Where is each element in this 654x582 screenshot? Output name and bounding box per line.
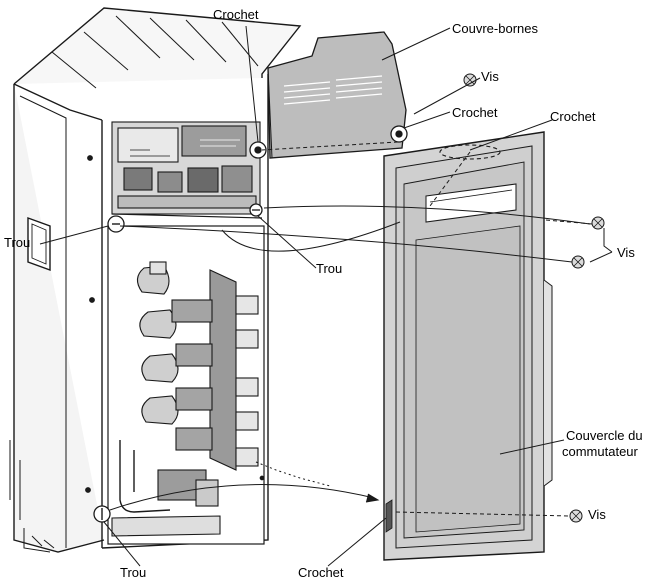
label-trou-bottom: Trou <box>120 565 147 580</box>
label-vis-right: Vis <box>617 245 635 260</box>
screw-right-1 <box>591 216 605 230</box>
screw-right-2 <box>571 255 585 269</box>
screw-top <box>463 73 477 87</box>
label-crochet-bottom: Crochet <box>298 565 344 580</box>
control-board-area <box>111 121 263 219</box>
screw-bottom <box>569 509 583 523</box>
label-vis-top: Vis <box>481 69 499 84</box>
label-vis-bottom: Vis <box>588 507 606 522</box>
label-couvercle-line2: commutateur <box>562 444 638 459</box>
service-valves <box>107 225 265 545</box>
label-crochet-mid: Crochet <box>452 105 498 120</box>
outdoor-unit-body <box>9 7 302 553</box>
switch-cover <box>383 131 553 561</box>
label-couvre-bornes: Couvre-bornes <box>452 21 538 36</box>
markers <box>93 125 501 523</box>
screws <box>463 73 605 523</box>
label-crochet-right: Crochet <box>550 109 596 124</box>
label-trou-mid: Trou <box>316 261 343 276</box>
label-crochet-top: Crochet <box>213 7 259 22</box>
label-couvercle-line1: Couvercle du <box>566 428 643 443</box>
leader-lines <box>39 25 613 567</box>
label-trou-left: Trou <box>4 235 31 250</box>
terminal-cover <box>267 31 407 159</box>
